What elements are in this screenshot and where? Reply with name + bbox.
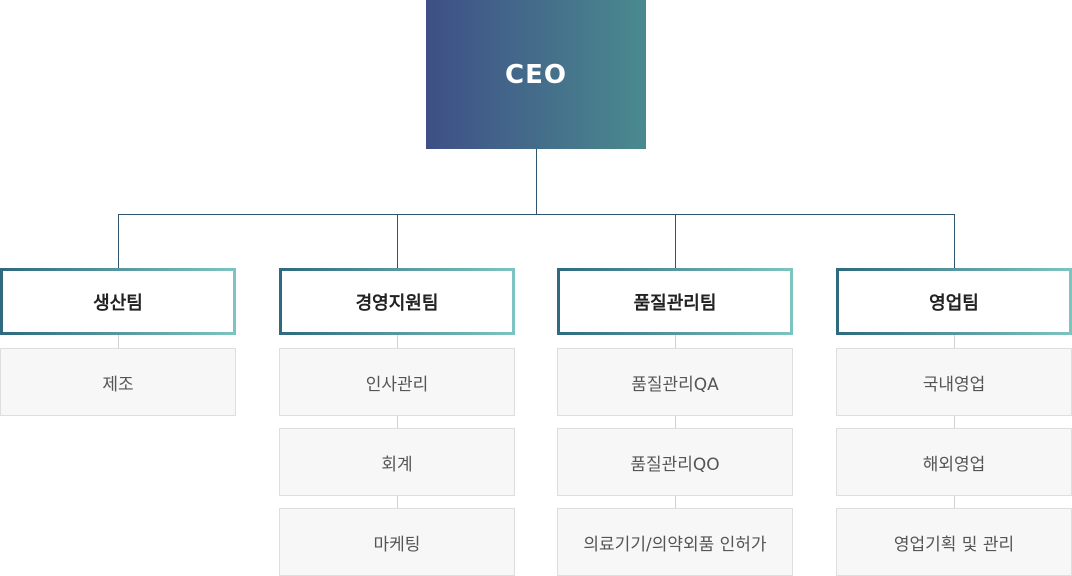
sub-label: 인사관리: [365, 374, 429, 395]
sub-node: 해외영업: [836, 428, 1072, 496]
sub-label: 국내영업: [922, 374, 986, 395]
sub-node: 제조: [0, 348, 236, 416]
ceo-label: CEO: [505, 59, 567, 90]
sub-node: 품질관리QA: [557, 348, 793, 416]
sub-label: 의료기기/의약외품 인허가: [583, 534, 767, 555]
sub-label: 회계: [381, 454, 413, 475]
sub-node: 영업기획 및 관리: [836, 508, 1072, 576]
sub-label: 품질관리QA: [631, 374, 719, 395]
team-node-quality: 품질관리팀: [557, 268, 793, 335]
team-node-sales: 영업팀: [836, 268, 1072, 335]
sub-label: 제조: [102, 374, 134, 395]
team-node-production: 생산팀: [0, 268, 236, 335]
sub-node: 국내영업: [836, 348, 1072, 416]
sub-label: 마케팅: [373, 534, 421, 555]
sub-label: 품질관리QO: [630, 454, 720, 475]
team-node-management-support: 경영지원팀: [279, 268, 515, 335]
sub-node: 마케팅: [279, 508, 515, 576]
sub-node: 품질관리QO: [557, 428, 793, 496]
team-label: 생산팀: [93, 292, 143, 314]
team-label: 영업팀: [929, 292, 979, 314]
team-label: 경영지원팀: [355, 292, 439, 314]
sub-label: 해외영업: [922, 454, 986, 475]
sub-node: 인사관리: [279, 348, 515, 416]
sub-node: 회계: [279, 428, 515, 496]
sub-label: 영업기획 및 관리: [893, 534, 1015, 555]
sub-node: 의료기기/의약외품 인허가: [557, 508, 793, 576]
ceo-node: CEO: [426, 0, 646, 149]
team-label: 품질관리팀: [633, 292, 717, 314]
